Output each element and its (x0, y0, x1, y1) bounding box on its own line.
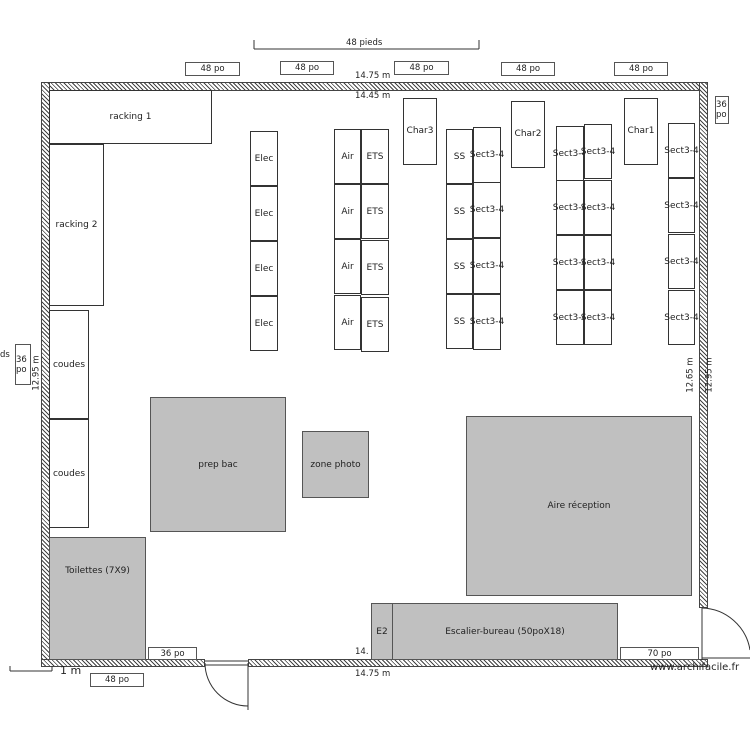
elec-rack: Elec (250, 186, 278, 241)
sect-rack: Sect3-4 (553, 290, 587, 345)
char-cart: Char2 (511, 101, 545, 168)
bottom-inner-dimension: 14. (355, 647, 369, 657)
right-outer-dimension: 12.95 m (704, 357, 715, 393)
aire-reception: Aire réception (466, 416, 692, 596)
air-rack: Air (334, 295, 361, 350)
window-top-2: 48 po (280, 61, 334, 75)
right-inner-dimension: 12.65 m (685, 357, 696, 393)
coudes-1: coudes (49, 310, 89, 419)
scale-bar (9, 666, 53, 672)
window-right-label: 36 po (716, 100, 727, 120)
sect-rack: Sect3-4 (664, 123, 699, 178)
toilettes: Toilettes (7X9) (49, 537, 146, 660)
coudes-2: coudes (49, 419, 89, 528)
left-cut-label: ds (0, 350, 10, 360)
ss-rack: SS (446, 239, 473, 294)
char-cart: Char1 (624, 98, 658, 165)
elec-rack: Elec (250, 131, 278, 186)
left-outer-dimension: 12.95 m (31, 355, 42, 391)
sect-rack: Sect3-4 (664, 234, 699, 289)
sect-rack: Sect3-4 (581, 124, 615, 179)
zone-photo: zone photo (302, 431, 369, 498)
wall-right-upper (699, 82, 708, 608)
ss-rack: SS (446, 129, 473, 184)
bottom-outer-dimension: 14.75 m (355, 669, 391, 679)
span-dimension-line (253, 40, 480, 50)
top-inner-dimension: 14.45 m (355, 91, 391, 101)
window-top-4: 48 po (501, 62, 555, 76)
door-bottom-left: 36 po (148, 647, 197, 660)
sect-rack: Sect3-4 (664, 178, 699, 233)
ets-rack: ETS (361, 129, 389, 184)
sect-rack: Sect3-4 (470, 182, 504, 238)
window-bottom-outside: 48 po (90, 673, 144, 687)
window-top-5: 48 po (614, 62, 668, 76)
ss-rack: SS (446, 184, 473, 239)
window-top-1: 48 po (185, 62, 240, 76)
elec-rack: Elec (250, 241, 278, 296)
prep-bac: prep bac (150, 397, 286, 532)
sect-rack: Sect3-4 (581, 235, 615, 290)
ss-rack: SS (446, 294, 473, 349)
escalier-bureau: Escalier-bureau (50poX18) (392, 603, 618, 660)
racking-1: racking 1 (49, 90, 212, 144)
elec-rack: Elec (250, 296, 278, 351)
sect-rack: Sect3-4 (581, 180, 615, 235)
ets-rack: ETS (361, 240, 389, 295)
sect-rack: Sect3-4 (470, 127, 504, 183)
sect-rack: Sect3-4 (664, 290, 699, 345)
right-door-icon (701, 607, 750, 660)
racking-2: racking 2 (49, 144, 104, 306)
air-rack: Air (334, 129, 361, 184)
window-left: 36 po (15, 344, 31, 385)
window-top-3: 48 po (394, 61, 449, 75)
scale-label: 1 m (60, 664, 82, 677)
bottom-door-icon (204, 660, 249, 710)
ets-rack: ETS (361, 184, 389, 239)
span-label: 48 pieds (346, 38, 383, 48)
sect-rack: Sect3-4 (470, 294, 504, 350)
air-rack: Air (334, 239, 361, 294)
char-cart: Char3 (403, 98, 437, 165)
air-rack: Air (334, 184, 361, 239)
top-outer-dimension: 14.75 m (355, 71, 391, 81)
sect-rack: Sect3-4 (553, 126, 587, 181)
window-right: 36 po (715, 96, 729, 124)
sect-rack: Sect3-4 (581, 290, 615, 345)
watermark: www.archifacile.fr (650, 662, 740, 673)
window-left-label: 36 po (16, 354, 27, 375)
e2-stair: E2 (371, 603, 393, 660)
sect-rack: Sect3-4 (553, 180, 587, 235)
sect-rack: Sect3-4 (553, 235, 587, 290)
door-bottom-right: 70 po (620, 647, 699, 660)
ets-rack: ETS (361, 297, 389, 352)
sect-rack: Sect3-4 (470, 238, 504, 294)
